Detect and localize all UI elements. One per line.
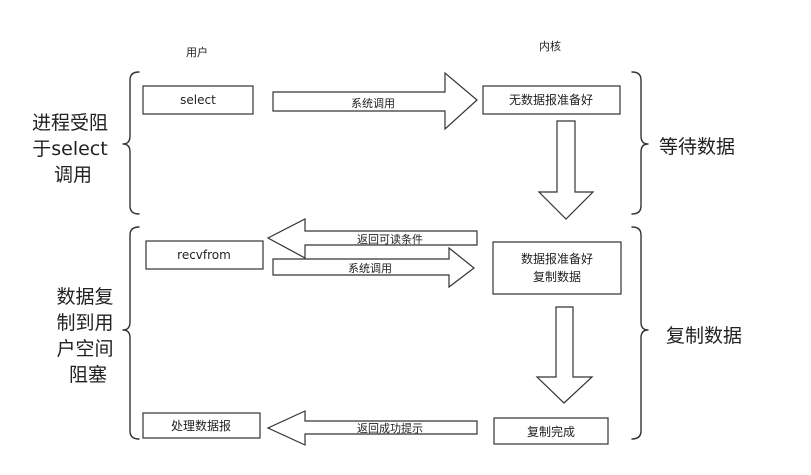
recvfrom-box — [145, 240, 264, 270]
right-brace-bottom — [631, 226, 649, 440]
left-brace-bottom — [122, 226, 140, 440]
left-brace-top — [122, 71, 140, 215]
done-box-label: 复制完成 — [527, 424, 575, 439]
left-label-bottom-line2: 制到用 — [56, 312, 113, 334]
success-arrow — [266, 410, 478, 446]
not-ready-box-label: 无数据报准备好 — [509, 92, 593, 107]
down-arrow-1 — [537, 120, 595, 220]
success-arrow-label: 返回成功提示 — [357, 422, 423, 435]
syscall-arrow-1-label: 系统调用 — [351, 97, 395, 110]
down-arrow-2 — [535, 306, 594, 404]
syscall-arrow-1 — [272, 71, 478, 131]
left-label-top: 进程受阻 于select 调用 — [32, 112, 114, 186]
select-box — [142, 85, 254, 115]
recvfrom-box-label: recvfrom — [177, 248, 231, 262]
readable-arrow — [266, 218, 478, 260]
syscall-arrow-2-label: 系统调用 — [348, 262, 392, 275]
user-column-header: 用户 — [186, 45, 208, 59]
done-box — [493, 417, 609, 445]
readable-arrow-label: 返回可读条件 — [357, 232, 423, 246]
select-box-label: select — [180, 93, 216, 107]
right-label-top: 等待数据 — [659, 136, 735, 158]
right-brace-top — [631, 71, 649, 215]
left-label-bottom-line1: 数据复 — [56, 286, 113, 308]
left-label-bottom: 数据复 制到用 户空间 阻塞 — [56, 286, 119, 386]
left-label-top-line2: 于select — [32, 138, 107, 160]
left-label-bottom-line4: 阻塞 — [69, 364, 107, 386]
process-box-label: 处理数据报 — [171, 418, 231, 433]
ready-box-label-2: 复制数据 — [533, 269, 581, 284]
ready-box-label-1: 数据报准备好 — [521, 251, 593, 266]
ready-box — [492, 241, 622, 295]
kernel-column-header: 内核 — [539, 39, 561, 53]
right-label-bottom: 复制数据 — [666, 325, 742, 347]
left-label-top-line1: 进程受阻 — [32, 112, 108, 134]
left-label-top-line3: 调用 — [54, 164, 92, 186]
syscall-arrow-2 — [272, 246, 475, 289]
not-ready-box — [482, 85, 621, 115]
process-box — [142, 412, 261, 439]
left-label-bottom-line3: 户空间 — [56, 338, 113, 360]
